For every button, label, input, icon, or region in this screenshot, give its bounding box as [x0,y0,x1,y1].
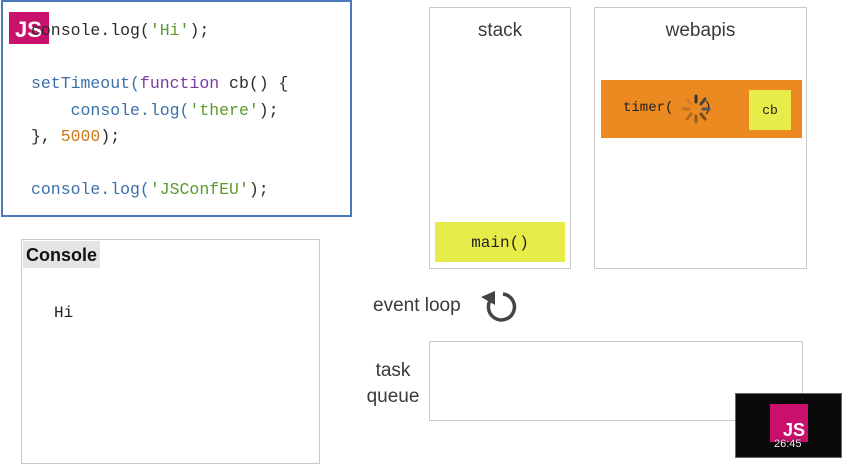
callback-badge: cb [749,90,791,130]
code-line: console.log('JSConfEU'); [31,180,269,199]
webapis-panel: webapis timer() cb [594,7,807,269]
code-panel: JS console.log('Hi'); setTimeout(functio… [1,0,352,217]
thumbnail-js-logo: JS [770,404,808,442]
stack-panel: stack main() [429,7,571,269]
code-line [31,45,288,72]
js-logo: JS [9,12,49,44]
task-queue-label: task queue [366,360,420,407]
code-line: }, 5000); [31,127,121,146]
code-line [31,151,288,178]
code-listing: console.log('Hi'); setTimeout(function c… [31,18,288,204]
console-panel: Console Hi [21,239,320,464]
stack-frame-main: main() [435,222,565,262]
console-title: Console [23,241,101,268]
event-loop-label: event loop [373,295,461,316]
stack-title: stack [477,20,523,41]
console-output-line: Hi [54,304,74,322]
video-thumbnail[interactable]: JS 26:45 [735,393,842,458]
refresh-cycle-icon [481,291,517,322]
video-timestamp: 26:45 [774,438,802,450]
code-line: console.log('there'); [70,100,279,120]
code-line: setTimeout(function cb() { [31,74,289,93]
code-line: console.log('Hi'); [31,21,210,40]
timer-entry: timer() cb [601,80,802,138]
webapis-title: webapis [665,20,736,41]
spinner-icon [681,94,711,124]
